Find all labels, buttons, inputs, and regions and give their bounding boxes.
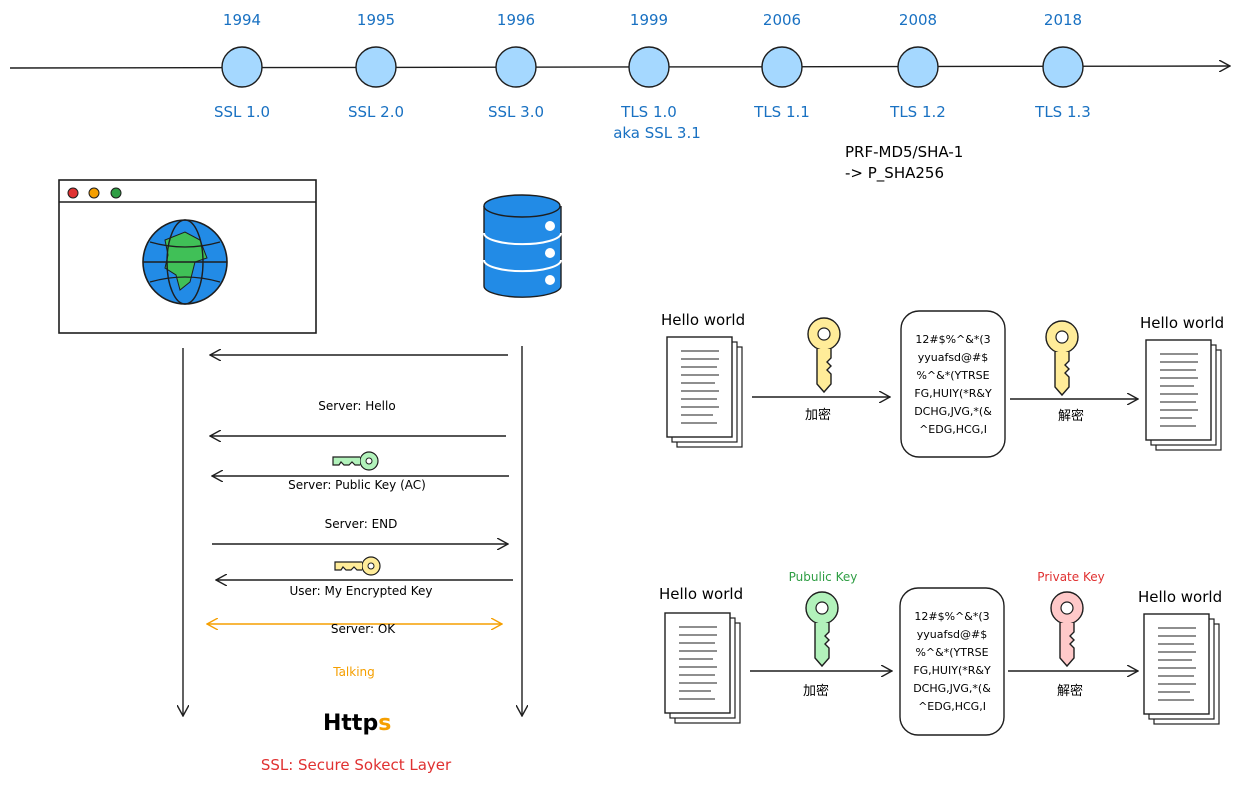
asym-plain-right: Hello world	[1138, 588, 1222, 606]
timeline-version: SSL 1.0	[214, 103, 270, 121]
sym-decrypt-label: 解密	[1058, 408, 1084, 424]
sym-plain-left: Hello world	[661, 311, 745, 329]
cipher-line: %^&*(YTRSE	[915, 646, 988, 659]
public-key-icon	[805, 591, 839, 667]
cipher-line: FG,HUIY(*R&Y	[913, 664, 991, 677]
timeline-year: 1994	[223, 11, 261, 29]
timeline-node	[897, 46, 939, 88]
sym-encrypt-label: 加密	[805, 407, 831, 423]
msg-hello: Server: Hello	[318, 399, 395, 413]
https-title-main: Http	[323, 711, 378, 736]
ssl-subtitle: SSL: Secure Sokect Layer	[261, 756, 452, 774]
timeline-year: 1999	[630, 11, 668, 29]
asym-doc-right-icon	[1143, 613, 1220, 725]
timeline-version: TLS 1.0	[620, 103, 677, 121]
timeline-year: 2008	[899, 11, 937, 29]
sym-cipher-box	[900, 310, 1006, 458]
public-key-label: Pubulic Key	[789, 570, 858, 584]
timeline-version: SSL 3.0	[488, 103, 544, 121]
sym-key-right-icon	[1045, 320, 1079, 396]
timeline-version: TLS 1.3	[1034, 103, 1091, 121]
close-dot-icon	[67, 187, 79, 199]
timeline-note-line1: PRF-MD5/SHA-1	[845, 143, 963, 161]
cipher-line: yyuafsd@#$	[917, 628, 988, 641]
cipher-line: %^&*(YTRSE	[916, 369, 989, 382]
msg-user-key: User: My Encrypted Key	[290, 584, 433, 598]
timeline-alias: aka SSL 3.1	[613, 124, 701, 142]
talking-label: Talking	[332, 665, 375, 679]
asym-plain-left: Hello world	[659, 585, 743, 603]
sym-plain-right: Hello world	[1140, 314, 1224, 332]
timeline-node	[221, 46, 263, 88]
timeline-node	[1042, 46, 1084, 88]
msg-public-key: Server: Public Key (AC)	[288, 478, 426, 492]
timeline-axis	[9, 66, 1230, 68]
sym-cipher-text: 12#$%^&*(3 yyuafsd@#$ %^&*(YTRSE FG,HUIY(*R…	[914, 333, 992, 436]
timeline-node	[761, 46, 803, 88]
timeline-node	[628, 46, 670, 88]
cipher-line: ^EDG,HCG,I	[919, 423, 987, 436]
https-title: Https	[323, 711, 391, 736]
browser-window-icon	[58, 179, 317, 334]
sym-doc-left-icon	[666, 336, 743, 448]
cipher-line: DCHG,JVG,*(&	[913, 682, 991, 695]
database-icon	[483, 194, 562, 298]
cipher-line: 12#$%^&*(3	[915, 333, 990, 346]
timeline-node	[495, 46, 537, 88]
private-key-label: Private Key	[1037, 570, 1104, 584]
timeline-year: 1996	[497, 11, 535, 29]
timeline-version: SSL 2.0	[348, 103, 404, 121]
asym-encrypt-label: 加密	[803, 683, 829, 699]
asym-decrypt-label: 解密	[1057, 683, 1083, 699]
globe-icon	[142, 219, 228, 305]
timeline-node	[355, 46, 397, 88]
timeline-year: 2006	[763, 11, 801, 29]
msg-end: Server: END	[325, 517, 398, 531]
sym-doc-right-icon	[1145, 339, 1222, 451]
cipher-line: yyuafsd@#$	[918, 351, 989, 364]
timeline-note-line2: -> P_SHA256	[845, 164, 944, 183]
cipher-line: FG,HUIY(*R&Y	[914, 387, 992, 400]
asym-doc-left-icon	[664, 612, 741, 724]
sym-key-left-icon	[807, 317, 841, 393]
timeline-year: 1995	[357, 11, 395, 29]
minimize-dot-icon	[88, 187, 100, 199]
cipher-line: DCHG,JVG,*(&	[914, 405, 992, 418]
cipher-line: 12#$%^&*(3	[914, 610, 989, 623]
asym-cipher-text: 12#$%^&*(3 yyuafsd@#$ %^&*(YTRSE FG,HUIY(*R…	[913, 610, 991, 713]
green-key-icon	[332, 451, 379, 471]
asym-cipher-box	[899, 587, 1005, 736]
timeline-version: TLS 1.1	[753, 103, 810, 121]
yellow-key-icon	[334, 556, 381, 576]
maximize-dot-icon	[110, 187, 122, 199]
msg-ok: Server: OK	[331, 622, 396, 636]
https-title-suffix: s	[378, 711, 391, 736]
cipher-line: ^EDG,HCG,I	[918, 700, 986, 713]
timeline-year: 2018	[1044, 11, 1082, 29]
timeline-version: TLS 1.2	[889, 103, 946, 121]
private-key-icon	[1050, 591, 1084, 667]
